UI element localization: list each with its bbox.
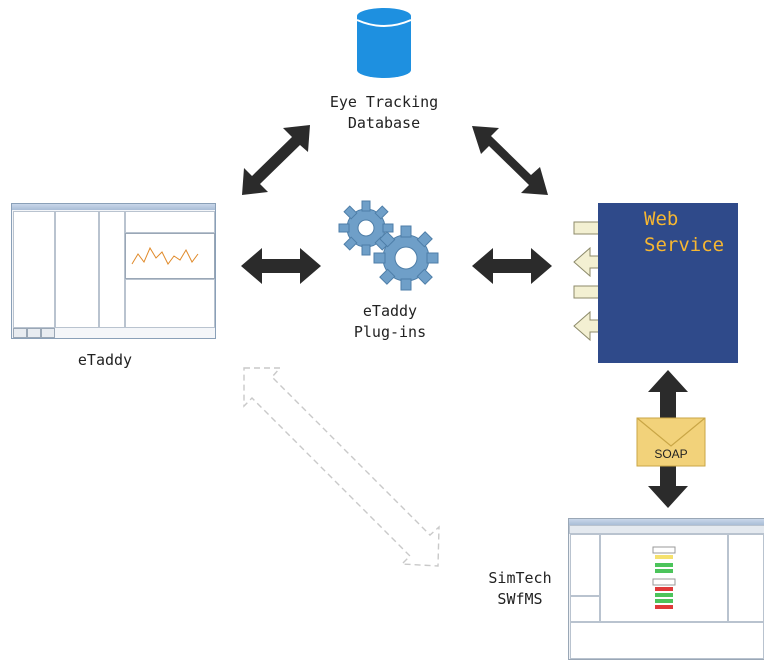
swfms-toolbar bbox=[569, 525, 764, 534]
etaddy-label: eTaddy bbox=[77, 351, 133, 369]
database-label: Eye Tracking Database bbox=[329, 93, 439, 132]
etaddy-titlebar bbox=[12, 204, 215, 210]
web-service-label: Web Service bbox=[644, 208, 725, 256]
plugins-label: eTaddy Plug-ins bbox=[353, 302, 427, 341]
etaddy-tree-pane bbox=[13, 211, 55, 328]
etaddy-options-pane bbox=[125, 211, 215, 233]
swfms-editor-pane bbox=[600, 534, 728, 622]
arrow-etaddy-plugins bbox=[241, 248, 321, 284]
etaddy-info-pane bbox=[125, 279, 215, 328]
swfms-outline-pane bbox=[570, 596, 600, 622]
database-icon bbox=[356, 8, 412, 78]
soap-label: SOAP bbox=[654, 447, 688, 461]
web-service-box bbox=[598, 203, 738, 363]
swfms-table-pane bbox=[570, 622, 764, 659]
arrow-database-etaddy bbox=[242, 125, 310, 195]
gear-icon bbox=[338, 200, 439, 291]
envelope-icon bbox=[636, 417, 706, 467]
etaddy-button-1[interactable] bbox=[13, 328, 27, 338]
swfms-label: SimTech SWfMS bbox=[488, 569, 552, 608]
dashed-arrow-etaddy-simtech bbox=[243, 367, 440, 567]
swfms-screenshot bbox=[568, 518, 764, 660]
etaddy-screenshot bbox=[11, 203, 216, 339]
etaddy-button-3[interactable] bbox=[41, 328, 55, 338]
swfms-explorer-pane bbox=[570, 534, 600, 596]
etaddy-list-pane bbox=[55, 211, 99, 328]
swfms-palette-pane bbox=[728, 534, 764, 622]
arrow-webservice-simtech bbox=[648, 370, 688, 508]
etaddy-button-2[interactable] bbox=[27, 328, 41, 338]
swfms-titlebar bbox=[569, 519, 764, 525]
etaddy-participants-pane bbox=[99, 211, 125, 328]
arrow-database-webservice bbox=[472, 126, 548, 195]
etaddy-chart bbox=[125, 233, 215, 279]
arrow-plugins-webservice bbox=[472, 248, 552, 284]
